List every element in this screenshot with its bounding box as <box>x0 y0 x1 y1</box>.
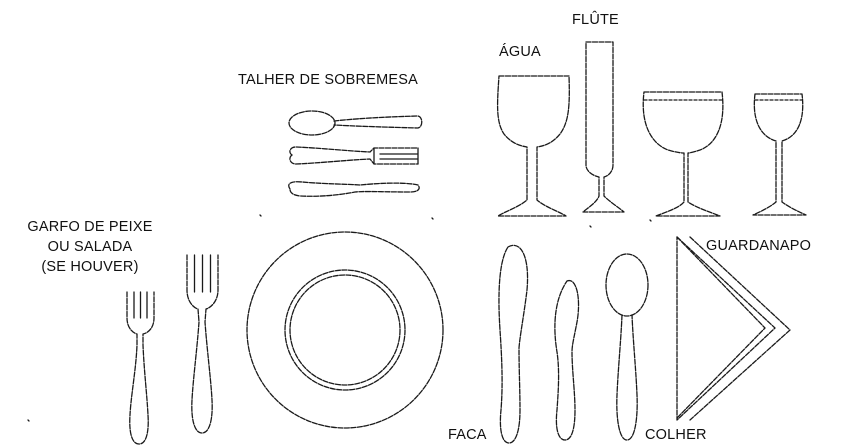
dessert-fork-icon <box>289 146 419 165</box>
flute-glass-icon <box>582 41 625 213</box>
label-garfo-line3: (SE HOUVER) <box>41 259 139 275</box>
stray-marks <box>27 214 652 422</box>
dessert-knife-icon <box>288 181 420 197</box>
label-garfo-line1: GARFO DE PEIXE <box>27 219 153 235</box>
water-glass-icon <box>496 75 570 217</box>
dinner-plate-icon <box>246 231 444 429</box>
fish-fork-icon <box>126 291 155 445</box>
label-agua: ÁGUA <box>499 44 541 60</box>
label-faca: FACA <box>448 427 487 443</box>
napkin-icon <box>676 236 791 421</box>
small-wine-glass-icon <box>752 93 807 216</box>
soup-spoon-icon <box>605 253 649 441</box>
label-colher: COLHER <box>645 427 707 443</box>
label-guardanapo: GUARDANAPO <box>706 238 812 254</box>
label-talher-sobremesa: TALHER DE SOBREMESA <box>238 72 418 88</box>
dinner-knife-icon <box>498 244 529 444</box>
label-flute: FLÛTE <box>572 12 619 28</box>
label-garfo-peixe: GARFO DE PEIXE OU SALADA (SE HOUVER) <box>10 217 170 277</box>
butter-knife-icon <box>554 280 580 441</box>
wine-glass-icon <box>642 91 724 217</box>
label-garfo-line2: OU SALADA <box>47 239 133 255</box>
dinner-fork-icon <box>186 254 219 434</box>
dessert-spoon-icon <box>288 110 423 136</box>
